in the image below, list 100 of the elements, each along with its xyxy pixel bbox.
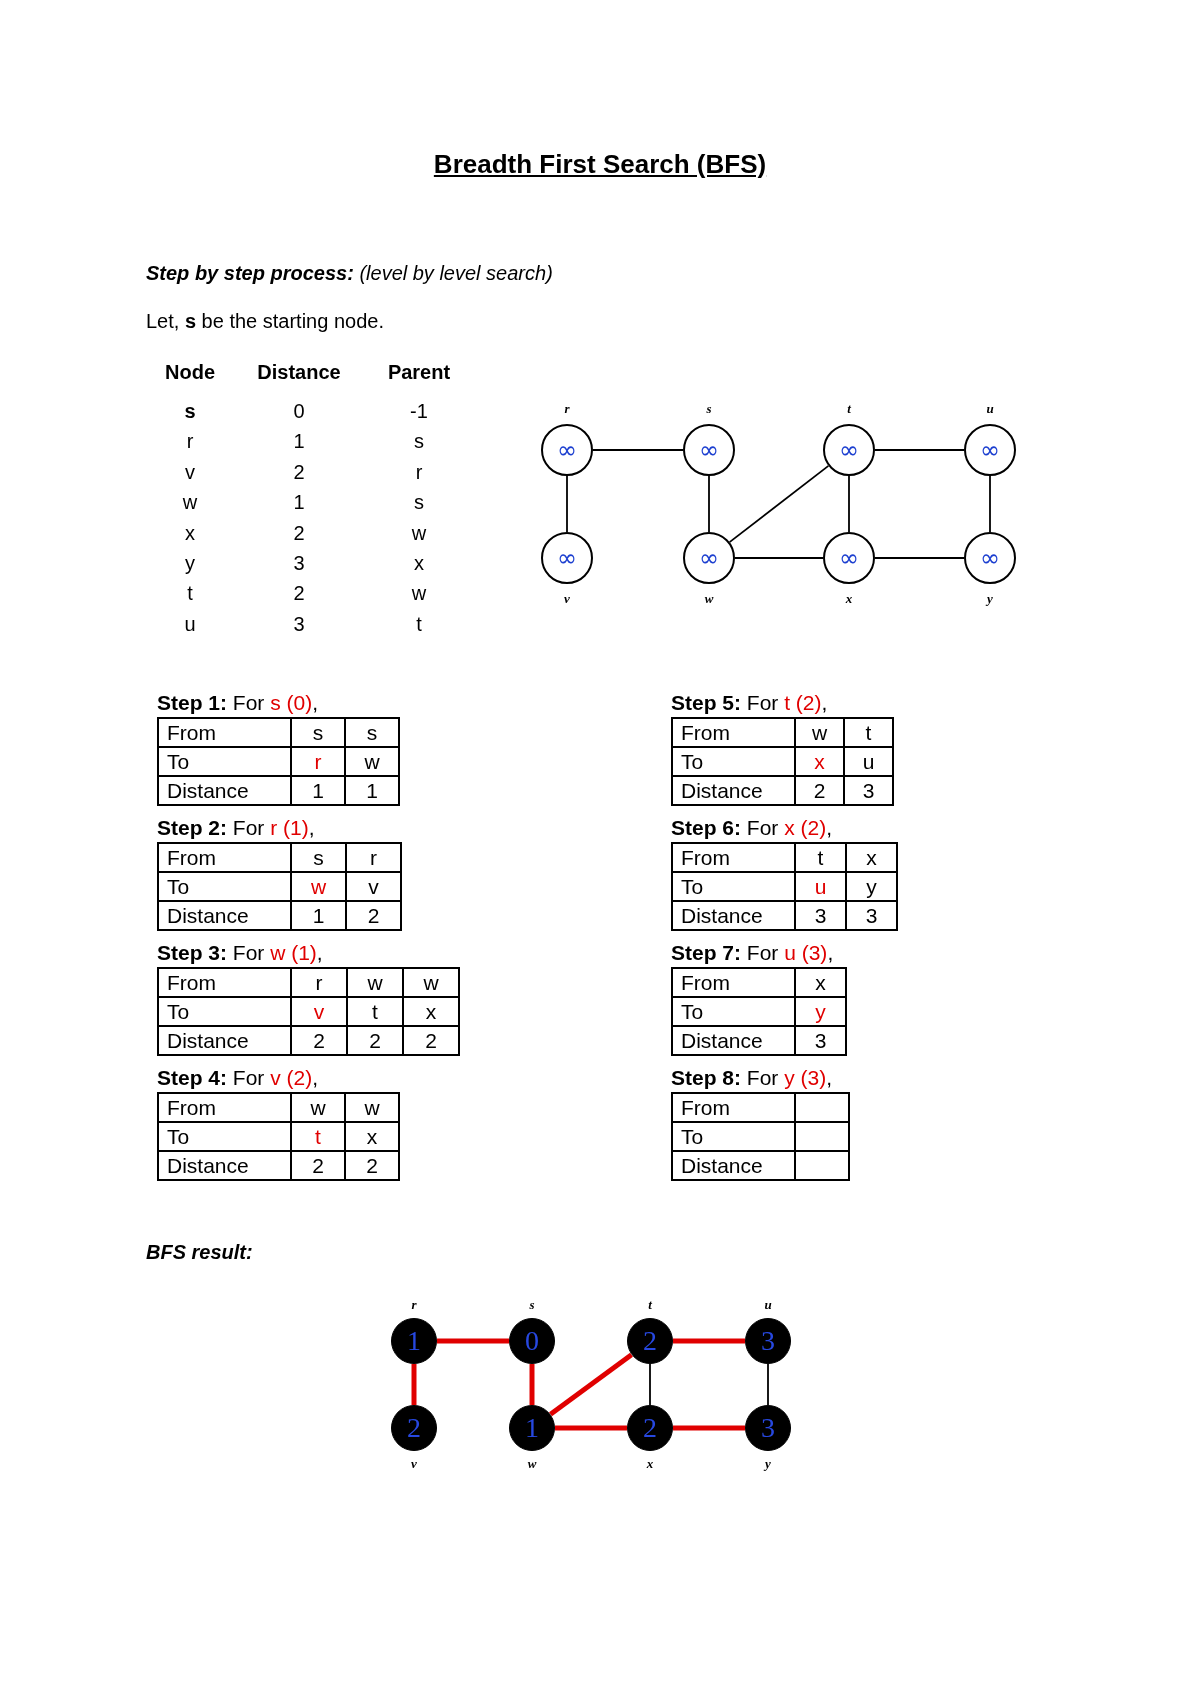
graph-node: ∞ bbox=[683, 532, 735, 584]
section-heading: BFS result: bbox=[146, 1240, 253, 1265]
row-header-cell: To bbox=[672, 872, 795, 901]
row-header-cell: Distance bbox=[672, 901, 795, 930]
graph-edge bbox=[848, 475, 850, 533]
table-cell: x bbox=[795, 747, 844, 776]
node-letter: y bbox=[765, 1456, 771, 1472]
distance-value: 0 bbox=[293, 399, 305, 423]
node-letter: x bbox=[845, 591, 853, 607]
row-header-cell: To bbox=[158, 872, 291, 901]
node-letter: r bbox=[411, 1297, 417, 1313]
column-header: Distance bbox=[257, 360, 341, 384]
row-header-cell: From bbox=[158, 968, 291, 997]
intro-sentence: Let, s be the starting node. bbox=[146, 309, 384, 334]
step-heading: Step 2: For r (1), bbox=[157, 815, 315, 840]
table-cell: s bbox=[291, 843, 346, 872]
graph-edge bbox=[874, 557, 965, 559]
table-cell: 1 bbox=[345, 776, 399, 805]
row-header-cell: To bbox=[158, 997, 291, 1026]
node-name: t bbox=[187, 581, 193, 606]
graph-edge bbox=[649, 1363, 651, 1406]
graph-edge bbox=[555, 1425, 627, 1431]
row-header-cell: Distance bbox=[158, 901, 291, 930]
row-header-cell: To bbox=[672, 997, 795, 1026]
graph-node: 3 bbox=[745, 1405, 791, 1451]
table-cell: w bbox=[345, 1093, 399, 1122]
graph-edge bbox=[708, 475, 710, 533]
table-cell: t bbox=[844, 718, 893, 747]
row-header-cell: From bbox=[158, 1093, 291, 1122]
table-cell: 2 bbox=[291, 1026, 347, 1055]
graph-node: 3 bbox=[745, 1318, 791, 1364]
row-header-cell: Distance bbox=[158, 1151, 291, 1180]
node-letter: t bbox=[847, 401, 851, 417]
row-header-cell: To bbox=[672, 1122, 795, 1151]
node-letter: u bbox=[764, 1297, 772, 1313]
table-cell: 3 bbox=[846, 901, 897, 930]
table-cell: u bbox=[844, 747, 893, 776]
graph-node: ∞ bbox=[683, 424, 735, 476]
graph-node: ∞ bbox=[823, 532, 875, 584]
step-heading: Step 4: For v (2), bbox=[157, 1065, 319, 1090]
table-cell: 2 bbox=[291, 1151, 345, 1180]
table-cell: w bbox=[291, 872, 346, 901]
distance-value: 2 bbox=[293, 459, 305, 484]
node-letter: t bbox=[648, 1297, 652, 1313]
distance-value: 2 bbox=[293, 520, 305, 545]
node-name: v bbox=[185, 459, 195, 484]
graph-edge bbox=[673, 1425, 745, 1431]
table-cell: 1 bbox=[291, 776, 345, 805]
row-header-cell: To bbox=[672, 747, 795, 776]
node-letter: y bbox=[987, 591, 993, 607]
graph-edge bbox=[529, 1364, 535, 1405]
table-cell: 3 bbox=[795, 901, 846, 930]
step-heading: Step 3: For w (1), bbox=[157, 940, 323, 965]
graph-edge bbox=[734, 557, 824, 559]
parent-value: x bbox=[414, 551, 424, 575]
distance-value: 2 bbox=[293, 581, 305, 606]
node-name: y bbox=[185, 551, 195, 575]
row-header-cell: Distance bbox=[672, 1151, 795, 1180]
table-cell: x bbox=[345, 1122, 399, 1151]
graph-edge bbox=[549, 1352, 633, 1417]
table-cell: t bbox=[291, 1122, 345, 1151]
graph-node: ∞ bbox=[541, 424, 593, 476]
graph-edge bbox=[437, 1338, 509, 1344]
parent-value: s bbox=[414, 490, 424, 515]
column-header: Node bbox=[165, 360, 215, 384]
node-letter: x bbox=[646, 1456, 654, 1472]
graph-node: 0 bbox=[509, 1318, 555, 1364]
table-cell: x bbox=[846, 843, 897, 872]
table-cell: w bbox=[403, 968, 459, 997]
step-heading: Step 5: For t (2), bbox=[671, 690, 828, 715]
node-letter: w bbox=[527, 1456, 537, 1472]
table-cell: r bbox=[346, 843, 401, 872]
node-letter: s bbox=[529, 1297, 535, 1313]
graph-edge bbox=[874, 449, 965, 451]
row-header-cell: From bbox=[672, 843, 795, 872]
graph-edge bbox=[767, 1363, 769, 1406]
table-cell: 2 bbox=[346, 901, 401, 930]
node-name: w bbox=[182, 490, 198, 515]
table-cell: y bbox=[846, 872, 897, 901]
parent-value: r bbox=[415, 459, 423, 484]
graph-node: ∞ bbox=[964, 532, 1016, 584]
step-heading: Step 6: For x (2), bbox=[671, 815, 833, 840]
step-heading: Step 1: For s (0), bbox=[157, 690, 319, 715]
node-name: r bbox=[186, 429, 194, 454]
node-letter: s bbox=[706, 401, 712, 417]
table-cell: 3 bbox=[844, 776, 893, 805]
node-name: s bbox=[184, 399, 196, 423]
table-cell: t bbox=[795, 843, 846, 872]
table-cell: s bbox=[345, 718, 399, 747]
table-cell: r bbox=[291, 968, 347, 997]
node-letter: u bbox=[986, 401, 994, 417]
node-name: x bbox=[185, 520, 195, 545]
row-header-cell: From bbox=[158, 718, 291, 747]
table-cell: v bbox=[346, 872, 401, 901]
graph-node: 2 bbox=[627, 1318, 673, 1364]
graph-edge bbox=[728, 465, 830, 543]
graph-edge bbox=[592, 449, 684, 451]
graph-node: 2 bbox=[627, 1405, 673, 1451]
table-cell: 2 bbox=[403, 1026, 459, 1055]
step-heading: Step 8: For y (3), bbox=[671, 1065, 833, 1090]
